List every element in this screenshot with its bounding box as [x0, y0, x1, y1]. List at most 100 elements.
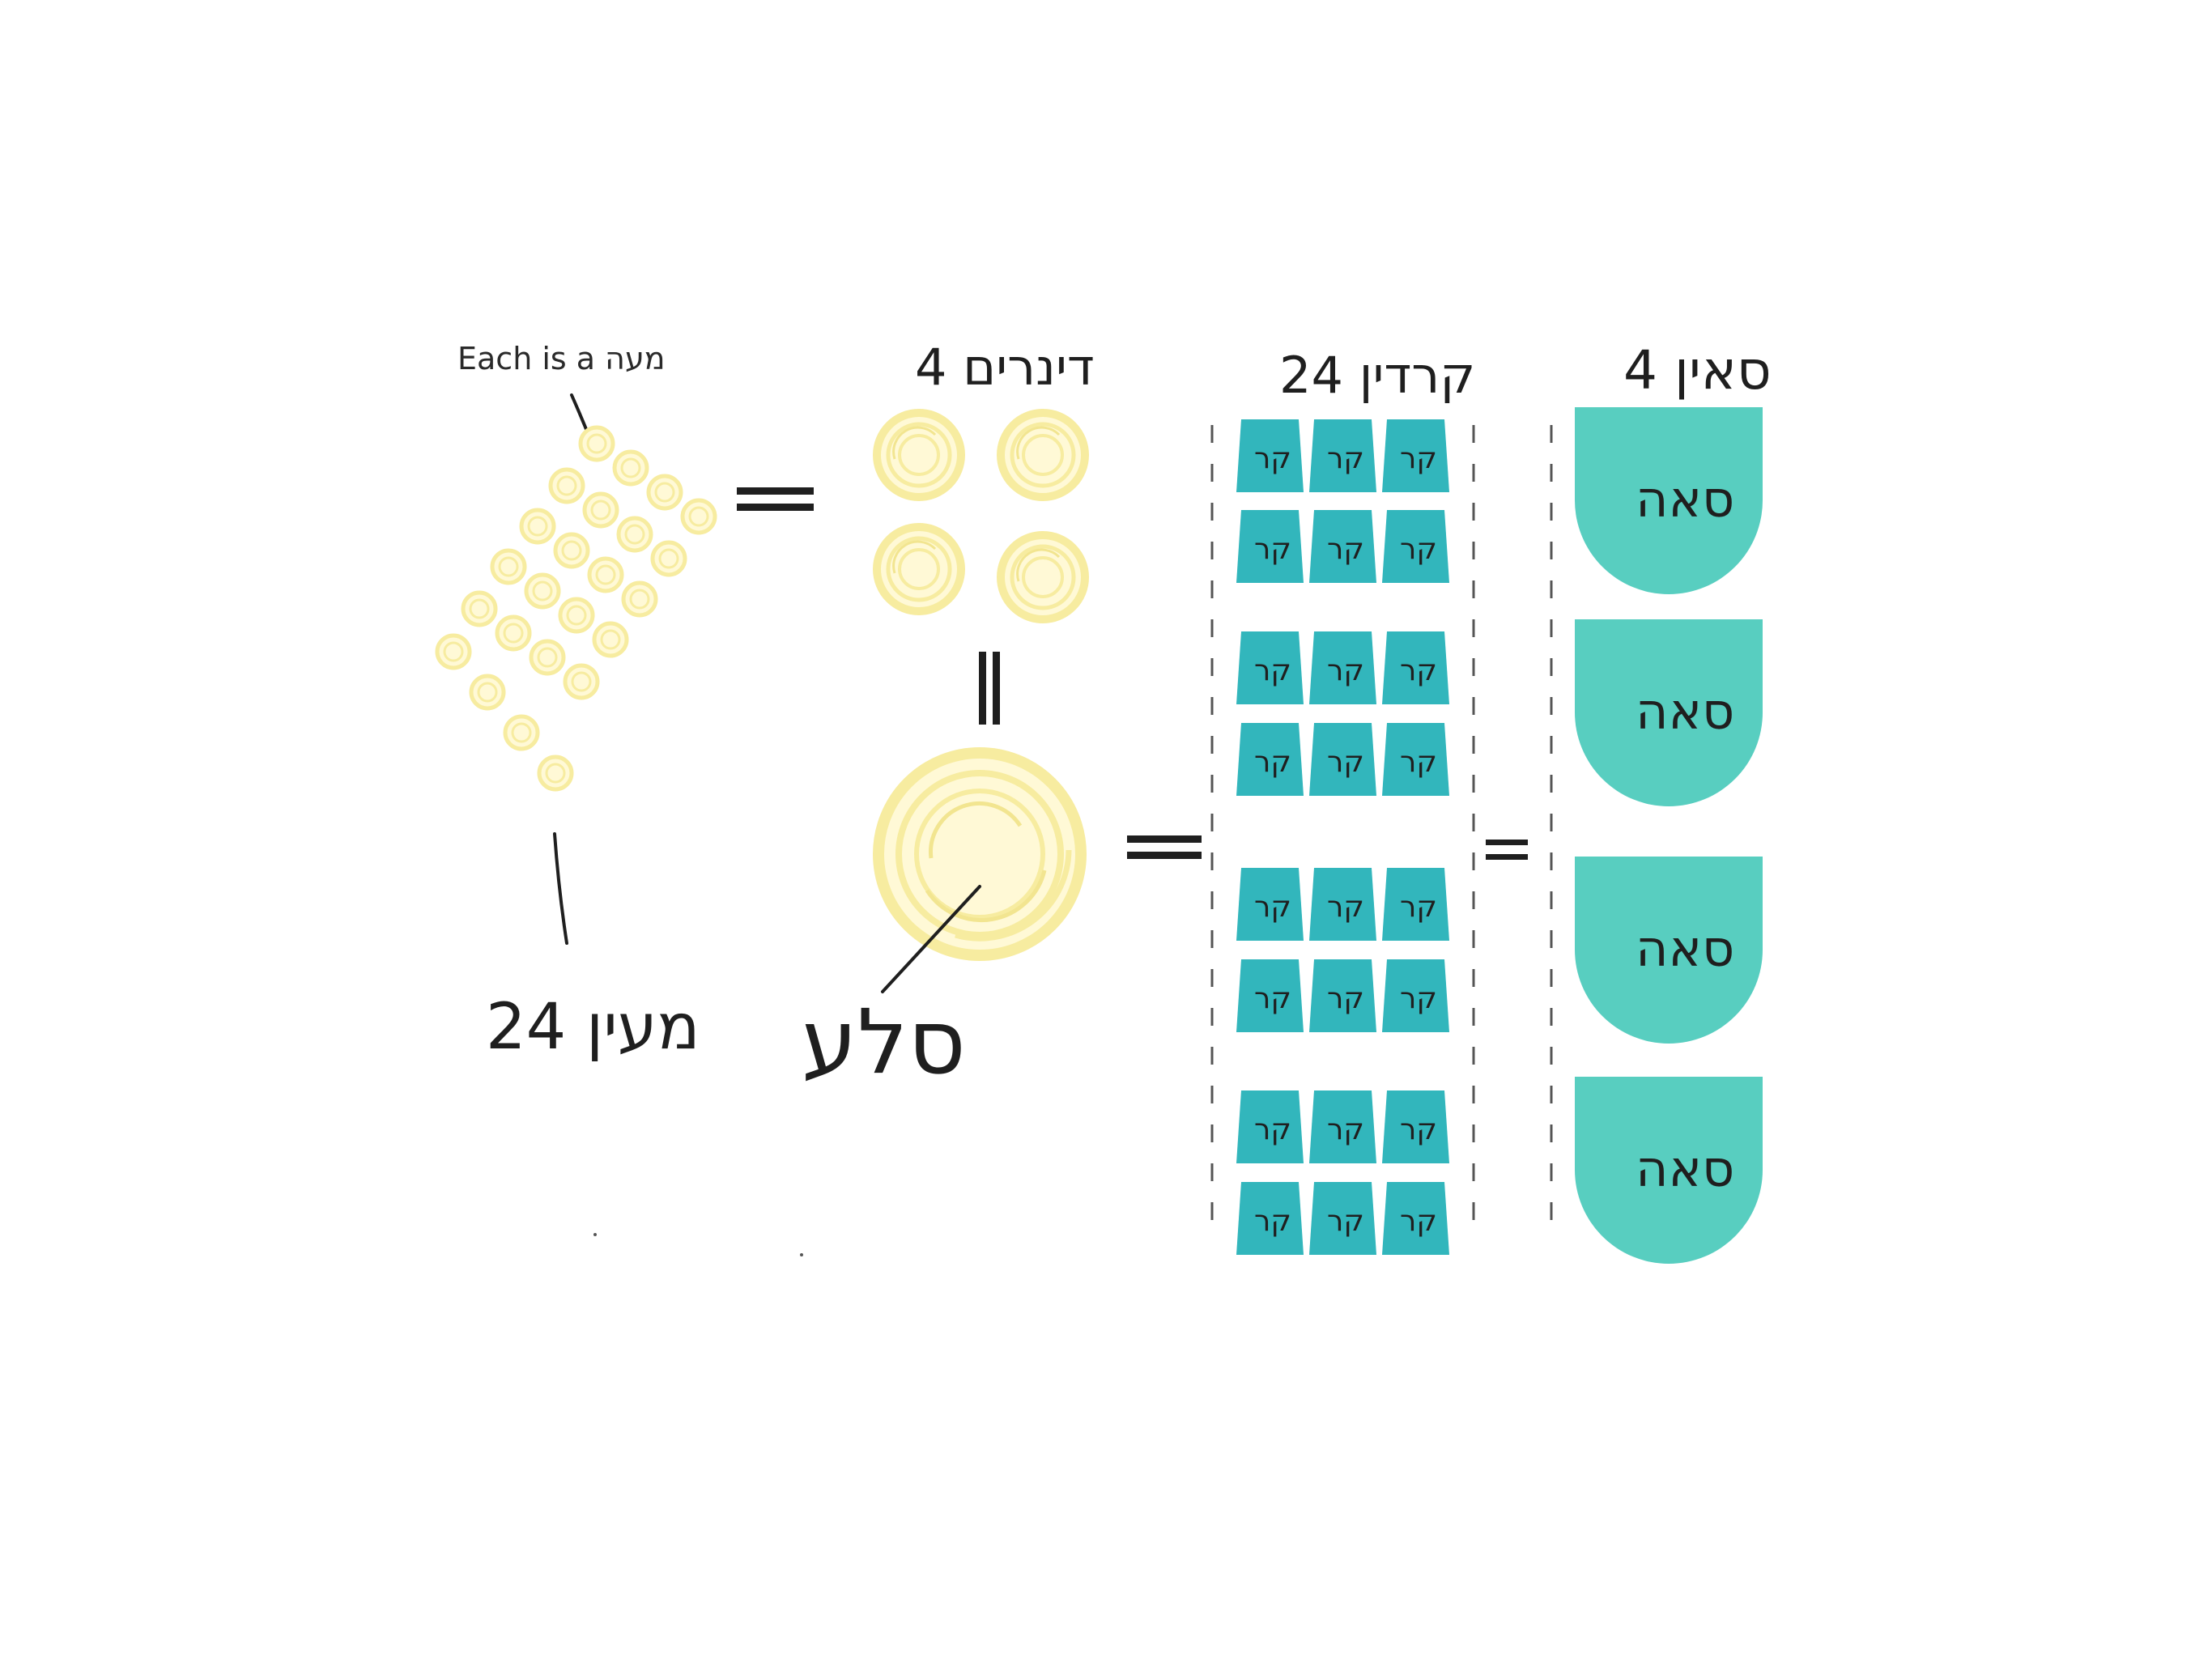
maah-coin	[537, 755, 574, 792]
kardom-block-label: קר	[1327, 533, 1364, 566]
maah-coin	[621, 580, 658, 618]
sela-label: סלע	[802, 990, 966, 1094]
maah-coins-group	[435, 425, 717, 792]
seah-bowl-label: סאה	[1636, 919, 1734, 978]
kardom-block: קר	[1236, 723, 1304, 796]
kardom-block-label: קר	[1400, 891, 1437, 924]
kardom-block-label: קר	[1327, 654, 1364, 687]
maah-coin	[646, 474, 683, 511]
maah-coin	[519, 508, 556, 545]
seah-bowl: סאה	[1575, 407, 1763, 594]
kardom-block: קר	[1382, 868, 1449, 941]
kardom-block-label: קר	[1400, 746, 1437, 779]
kardom-block-label: קר	[1254, 442, 1291, 475]
stray-dot	[800, 1253, 803, 1256]
kardom-block: קר	[1382, 631, 1449, 704]
kardom-block-label: קר	[1400, 654, 1437, 687]
kardom-block-label: קר	[1254, 1205, 1291, 1238]
kardom-block-label: קר	[1254, 654, 1291, 687]
kardom-block: קר	[1236, 419, 1304, 492]
seah-bowls-group: סאה סאה סאה סאה	[1575, 407, 1763, 1264]
maah-coin	[435, 633, 472, 670]
dinar-count-label: 4 דינרים	[915, 338, 1095, 397]
kardom-block-label: קר	[1327, 982, 1364, 1015]
seah-bowl-label: סאה	[1636, 470, 1734, 529]
kardom-block: קר	[1236, 631, 1304, 704]
kardom-block: קר	[1309, 510, 1376, 583]
kardom-block: קר	[1309, 1090, 1376, 1163]
maah-coin	[592, 621, 629, 658]
maah-coin	[680, 498, 717, 535]
equals-sign-2	[1127, 835, 1202, 859]
kardom-block: קר	[1309, 631, 1376, 704]
maah-coin	[616, 516, 653, 553]
kardom-block: קר	[1309, 868, 1376, 941]
kardom-block-label: קר	[1254, 533, 1291, 566]
maah-coin	[582, 491, 619, 529]
dinar-coin	[997, 531, 1089, 623]
kardom-block-label: קר	[1254, 891, 1291, 924]
maah-coin	[587, 556, 624, 593]
seah-bowl: סאה	[1575, 1077, 1763, 1264]
kardom-block-label: קר	[1400, 1113, 1437, 1146]
kardom-block-label: קר	[1400, 533, 1437, 566]
kardom-block: קר	[1236, 1182, 1304, 1255]
maah-coin	[503, 714, 540, 751]
kardom-block: קר	[1382, 723, 1449, 796]
kardom-block-label: קר	[1254, 982, 1291, 1015]
maah-coin	[529, 639, 566, 676]
maah-coin	[469, 674, 506, 711]
kardom-block-label: קר	[1400, 1205, 1437, 1238]
vertical-equals-sign	[979, 652, 1000, 725]
kardom-block: קר	[1236, 959, 1304, 1032]
note-each-label: Each is a מעה	[457, 341, 666, 376]
dinar-coin	[997, 409, 1089, 501]
maah-coin	[495, 614, 532, 652]
kardom-block: קר	[1382, 1182, 1449, 1255]
maah-count-label: 24 מעין	[486, 991, 700, 1064]
sela-pointer-line	[881, 885, 981, 993]
kardom-block: קר	[1382, 510, 1449, 583]
kardom-block: קר	[1382, 959, 1449, 1032]
seah-bowl-label: סאה	[1636, 682, 1734, 741]
maah-coin	[553, 532, 590, 569]
kardom-block-label: קר	[1327, 746, 1364, 779]
kardom-block: קר	[1236, 510, 1304, 583]
equals-sign-3	[1486, 840, 1528, 860]
maah-coin	[558, 597, 595, 634]
kardom-block-label: קר	[1327, 442, 1364, 475]
maah-coin	[650, 540, 687, 577]
kardom-block-label: קר	[1400, 442, 1437, 475]
kardom-block: קר	[1309, 419, 1376, 492]
kardom-block: קר	[1382, 1090, 1449, 1163]
kardom-block-label: קר	[1327, 1113, 1364, 1146]
maah-coin	[524, 572, 561, 610]
maah-coin	[548, 467, 585, 504]
kardom-block-label: קר	[1400, 982, 1437, 1015]
kardom-block: קר	[1309, 1182, 1376, 1255]
maah-coin	[490, 548, 527, 585]
maah-coin	[461, 590, 498, 627]
kardom-block-label: קר	[1327, 891, 1364, 924]
kardom-block: קר	[1309, 723, 1376, 796]
kardom-block-label: קר	[1254, 1113, 1291, 1146]
maah-coin	[612, 449, 649, 487]
kardom-block: קר	[1236, 1090, 1304, 1163]
maah-pointer-line	[553, 832, 568, 945]
maah-coin	[578, 425, 615, 462]
kardom-block-label: קר	[1254, 746, 1291, 779]
seah-bowl-label: סאה	[1636, 1139, 1734, 1198]
stray-dot	[593, 1233, 597, 1236]
kardom-count-label: 24 קרדין	[1279, 346, 1475, 405]
maah-coin	[563, 663, 600, 700]
dinar-coins-group	[873, 409, 1089, 623]
kardom-blocks-group: קר קר קר קר קר קר קר קר קר קר קר קר קר קר קר קר קר קר קר קר…	[1236, 419, 1449, 1255]
equals-sign-1	[737, 487, 814, 511]
seah-bowl: סאה	[1575, 619, 1763, 806]
dinar-coin	[873, 523, 965, 615]
kardom-block-label: קר	[1327, 1205, 1364, 1238]
kardom-block: קר	[1309, 959, 1376, 1032]
kardom-block: קר	[1382, 419, 1449, 492]
